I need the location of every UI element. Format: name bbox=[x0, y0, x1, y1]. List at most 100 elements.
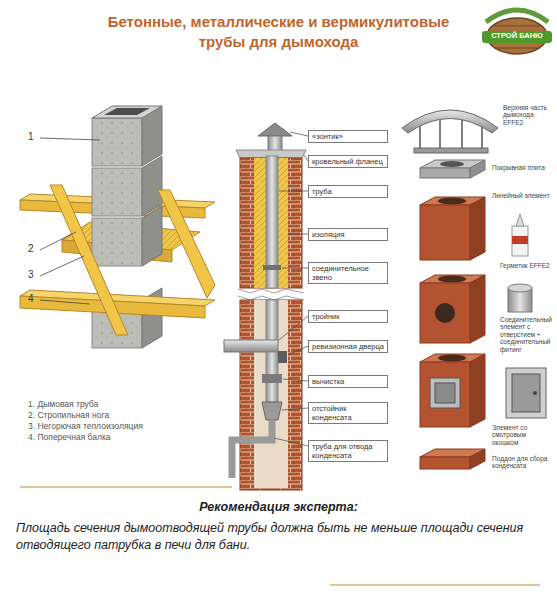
callout-number: 3 bbox=[28, 269, 38, 281]
ceramic-modules bbox=[512, 374, 540, 412]
label-box: труба для отвода конденсата bbox=[308, 440, 388, 462]
legend-line: 1. Дымовая труба bbox=[28, 400, 218, 410]
brick-chimney bbox=[279, 316, 308, 340]
concrete-chimney bbox=[40, 232, 76, 250]
brick-chimney bbox=[288, 346, 308, 355]
box-text: отстойник конденсата bbox=[312, 404, 384, 422]
label-box: изоляция bbox=[308, 228, 388, 241]
legend-line: 2. Стропильная нога bbox=[28, 411, 218, 421]
logo bbox=[482, 31, 552, 43]
ceramic-modules bbox=[438, 276, 466, 283]
brick-chimney bbox=[282, 268, 308, 269]
ceramic-modules bbox=[420, 168, 470, 178]
brick-chimney bbox=[262, 374, 282, 383]
box-text: тройник bbox=[312, 312, 384, 321]
ceramic-modules bbox=[438, 198, 466, 205]
ceramic-modules bbox=[402, 110, 546, 469]
ceramic-modules bbox=[439, 116, 441, 150]
brick-chimney bbox=[279, 191, 308, 192]
concrete-chimney bbox=[104, 108, 150, 115]
part-label: Покрывная плита bbox=[492, 164, 550, 171]
brick-chimney bbox=[254, 300, 288, 488]
rule-lines bbox=[20, 486, 232, 487]
label-box: труба bbox=[308, 185, 388, 198]
box-text: «зонтик» bbox=[312, 132, 384, 141]
ceramic-modules bbox=[470, 197, 485, 260]
concrete-chimney bbox=[92, 106, 162, 118]
concrete-chimney bbox=[40, 300, 90, 304]
box-text: труба для отвода конденсата bbox=[312, 442, 384, 460]
concrete-chimney bbox=[50, 185, 128, 335]
part-label: Герметик EFFE2 bbox=[500, 262, 554, 269]
box-text: ревизионная дверца bbox=[312, 342, 384, 351]
ceramic-modules bbox=[419, 126, 421, 150]
logo bbox=[482, 10, 552, 54]
ceramic-modules bbox=[533, 391, 537, 395]
ceramic-modules bbox=[461, 116, 463, 150]
ceramic-modules bbox=[470, 275, 485, 343]
label-box: вычистка bbox=[308, 375, 388, 388]
brick-chimney bbox=[283, 379, 308, 381]
label-box: соединительное звено bbox=[308, 262, 388, 284]
brick-chimney bbox=[263, 265, 281, 270]
ceramic-modules bbox=[420, 362, 470, 427]
concrete-chimney bbox=[142, 206, 162, 266]
ceramic-modules bbox=[512, 226, 528, 256]
ceramic-modules bbox=[481, 126, 483, 150]
ceramic-modules bbox=[435, 303, 455, 323]
part-label: Поддон для сбора конденсата bbox=[492, 455, 552, 470]
ceramic-modules bbox=[508, 284, 532, 292]
brick-chimney bbox=[224, 123, 308, 490]
ceramic-modules bbox=[414, 148, 488, 153]
label-box: отстойник конденсата bbox=[308, 402, 388, 424]
part-label: Линейный элемент bbox=[492, 192, 550, 199]
concrete-chimney bbox=[40, 256, 84, 276]
brick-chimney bbox=[238, 296, 304, 300]
box-text: изоляция bbox=[312, 230, 384, 239]
part-label: Верхняя часть дымохода EFFE2 bbox=[503, 104, 555, 126]
brick-chimney bbox=[266, 300, 278, 342]
label-box: ревизионная дверца bbox=[308, 340, 388, 353]
concrete-chimney bbox=[92, 218, 142, 266]
label-box: «зонтик» bbox=[308, 130, 388, 143]
ceramic-modules bbox=[516, 214, 524, 226]
ceramic-modules bbox=[430, 378, 460, 408]
ceramic-modules bbox=[435, 383, 455, 403]
ceramic-modules bbox=[506, 368, 546, 418]
label-box: тройник bbox=[308, 310, 388, 323]
label-box: кровельный фланец bbox=[308, 155, 388, 168]
callout-number: 2 bbox=[28, 243, 38, 255]
ceramic-modules bbox=[470, 449, 485, 469]
logo-text: СТРОЙ БАНЮ bbox=[482, 32, 552, 41]
ceramic-modules bbox=[512, 236, 528, 244]
brick-chimney bbox=[238, 289, 304, 293]
brick-chimney bbox=[290, 132, 308, 136]
ceramic-modules bbox=[440, 161, 464, 167]
legend-line: 3. Негорючая теплоизоляция bbox=[28, 422, 218, 432]
concrete-chimney bbox=[92, 118, 142, 166]
box-text: вычистка bbox=[312, 377, 384, 386]
concrete-chimney bbox=[158, 190, 215, 298]
ceramic-modules bbox=[420, 205, 470, 260]
part-label: Соединительный элемент с отверстием + со… bbox=[500, 316, 554, 353]
concrete-chimney bbox=[92, 168, 142, 216]
brick-chimney bbox=[262, 402, 282, 420]
logo bbox=[494, 26, 540, 27]
logo bbox=[494, 48, 540, 49]
brick-chimney bbox=[278, 351, 287, 363]
callout-number: 1 bbox=[28, 131, 38, 143]
note-heading: Рекомендация эксперта: bbox=[0, 500, 557, 514]
note-text: Площадь сечения дымоотводящей трубы долж… bbox=[16, 520, 541, 554]
concrete-chimney bbox=[142, 156, 162, 216]
concrete-chimney bbox=[20, 106, 215, 348]
box-text: труба bbox=[312, 187, 384, 196]
ceramic-modules bbox=[402, 110, 498, 133]
legend-line: 4. Поперечная балка bbox=[28, 433, 218, 443]
ceramic-modules bbox=[420, 283, 470, 343]
concrete-chimney bbox=[40, 138, 100, 140]
ceramic-modules bbox=[470, 160, 485, 178]
callout-number: 4 bbox=[28, 293, 38, 305]
part-label: Элемент со смотровым окошком bbox=[492, 424, 550, 446]
brick-chimney bbox=[232, 420, 272, 478]
